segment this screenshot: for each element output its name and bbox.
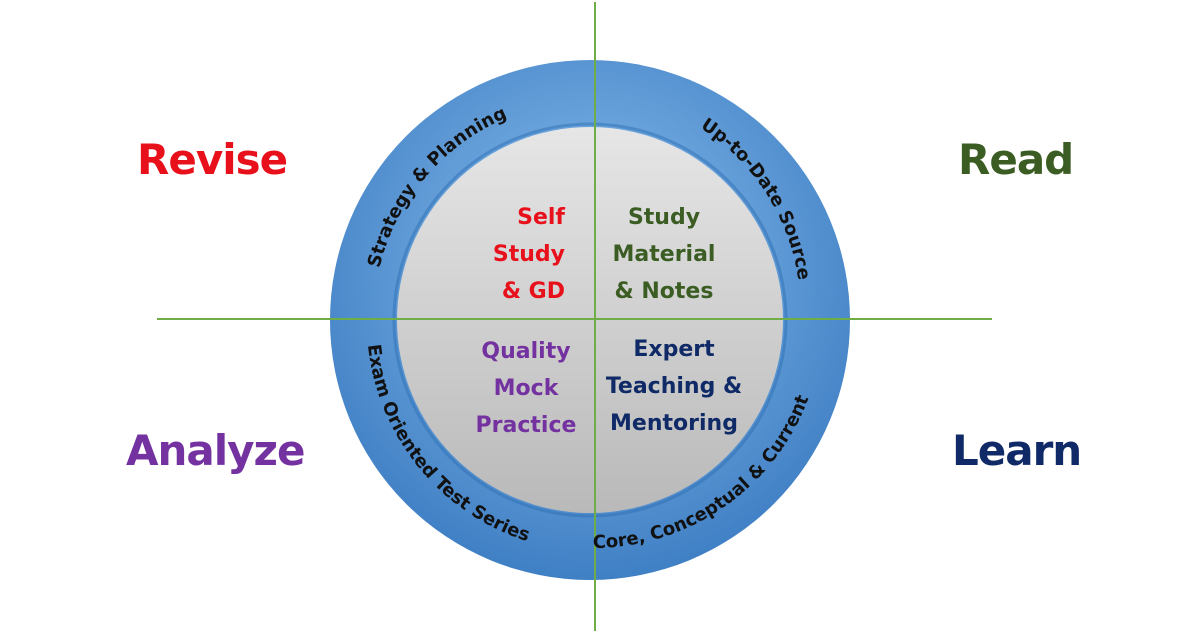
quadrant-line: & GD [501, 279, 565, 304]
quadrant-line: Mentoring [610, 411, 738, 436]
quadrant-line: Study [492, 242, 565, 267]
quadrant-line: & Notes [614, 279, 714, 304]
quadrant-line: Teaching & [605, 374, 743, 399]
quadrant-top-right-text: Study Material & Notes [612, 199, 716, 310]
corner-label-revise: Revise [137, 135, 288, 184]
quadrant-line: Material [612, 242, 716, 267]
corner-label-read: Read [958, 135, 1074, 184]
quadrant-line: Mock [493, 376, 559, 401]
quadrant-line: Practice [475, 413, 577, 438]
quadrant-bottom-left-text: Quality Mock Practice [474, 333, 578, 444]
quadrant-bottom-right-text: Expert Teaching & Mentoring [604, 331, 744, 442]
quadrant-top-left-text: Self Study & GD [493, 199, 565, 310]
corner-label-learn: Learn [952, 426, 1082, 475]
quadrant-line: Self [517, 205, 565, 230]
quadrant-line: Study [627, 205, 701, 230]
quadrant-line: Quality [481, 339, 571, 364]
corner-label-analyze: Analyze [126, 426, 305, 475]
quadrant-line: Expert [633, 337, 715, 362]
